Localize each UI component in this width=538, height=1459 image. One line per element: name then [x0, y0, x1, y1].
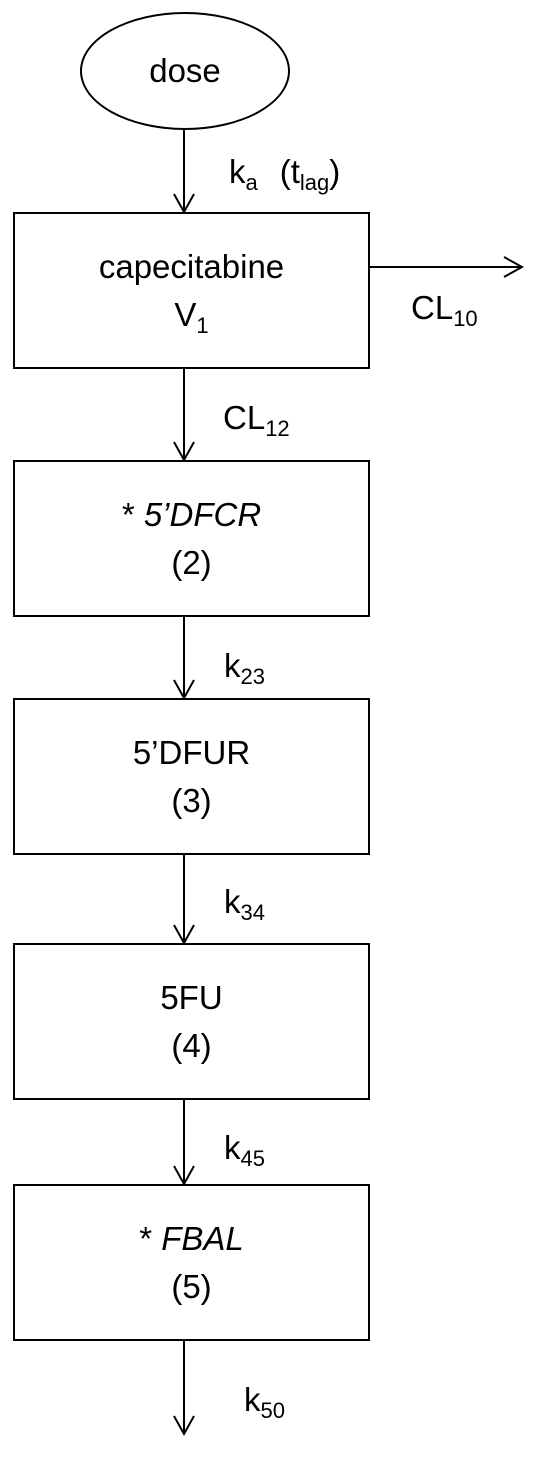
rate-label-k34: k34 [224, 883, 265, 925]
rate-label-k50: k50 [244, 1381, 285, 1423]
marker-prefix: * [139, 1219, 162, 1257]
compartment-name: 5FU [160, 978, 223, 1016]
compartment-name: 5’DFUR [132, 733, 251, 771]
arrow-fbal-elimination [173, 1339, 195, 1437]
compartment-5dfcr: * 5’DFCR (2) [13, 460, 370, 617]
rate-label-ka: ka(tlag) [229, 153, 341, 195]
compartment-number: (4) [171, 1026, 212, 1064]
compartment-5dfur: 5’DFUR (3) [13, 698, 370, 855]
arrow-5dfcr-to-5dfur [173, 616, 195, 701]
compartment-capecitabine: capecitabine V1 [13, 212, 370, 369]
compartment-number: (2) [171, 543, 212, 581]
arrow-dose-to-capecitabine [173, 128, 195, 215]
rate-label-cl10: CL10 [411, 289, 478, 331]
dose-label: dose [149, 52, 221, 89]
compartment-name: 5’DFCR [143, 495, 262, 533]
arrow-5dfur-to-5fu [173, 854, 195, 946]
compartment-name-row: * 5’DFCR [122, 491, 261, 539]
compartment-fbal: * FBAL (5) [13, 1184, 370, 1341]
compartment-5fu: 5FU (4) [13, 943, 370, 1100]
rate-label-k23: k23 [224, 647, 265, 689]
arrow-capecitabine-elimination [369, 256, 525, 278]
compartment-number: (3) [171, 781, 212, 819]
marker-prefix: * [121, 495, 144, 533]
rate-label-cl12: CL12 [223, 399, 290, 441]
compartment-number: (5) [171, 1267, 212, 1305]
dose-node: dose [80, 12, 290, 130]
rate-label-k45: k45 [224, 1129, 265, 1171]
compartment-name-row: * FBAL [139, 1215, 244, 1263]
arrow-5fu-to-fbal [173, 1099, 195, 1187]
compartment-volume: V1 [174, 291, 208, 339]
compartment-name: capecitabine [98, 247, 285, 285]
volume-symbol: V [174, 295, 197, 333]
compartment-name: FBAL [161, 1219, 244, 1257]
volume-subscript: 1 [196, 312, 209, 338]
arrow-capecitabine-to-5dfcr [173, 367, 195, 463]
